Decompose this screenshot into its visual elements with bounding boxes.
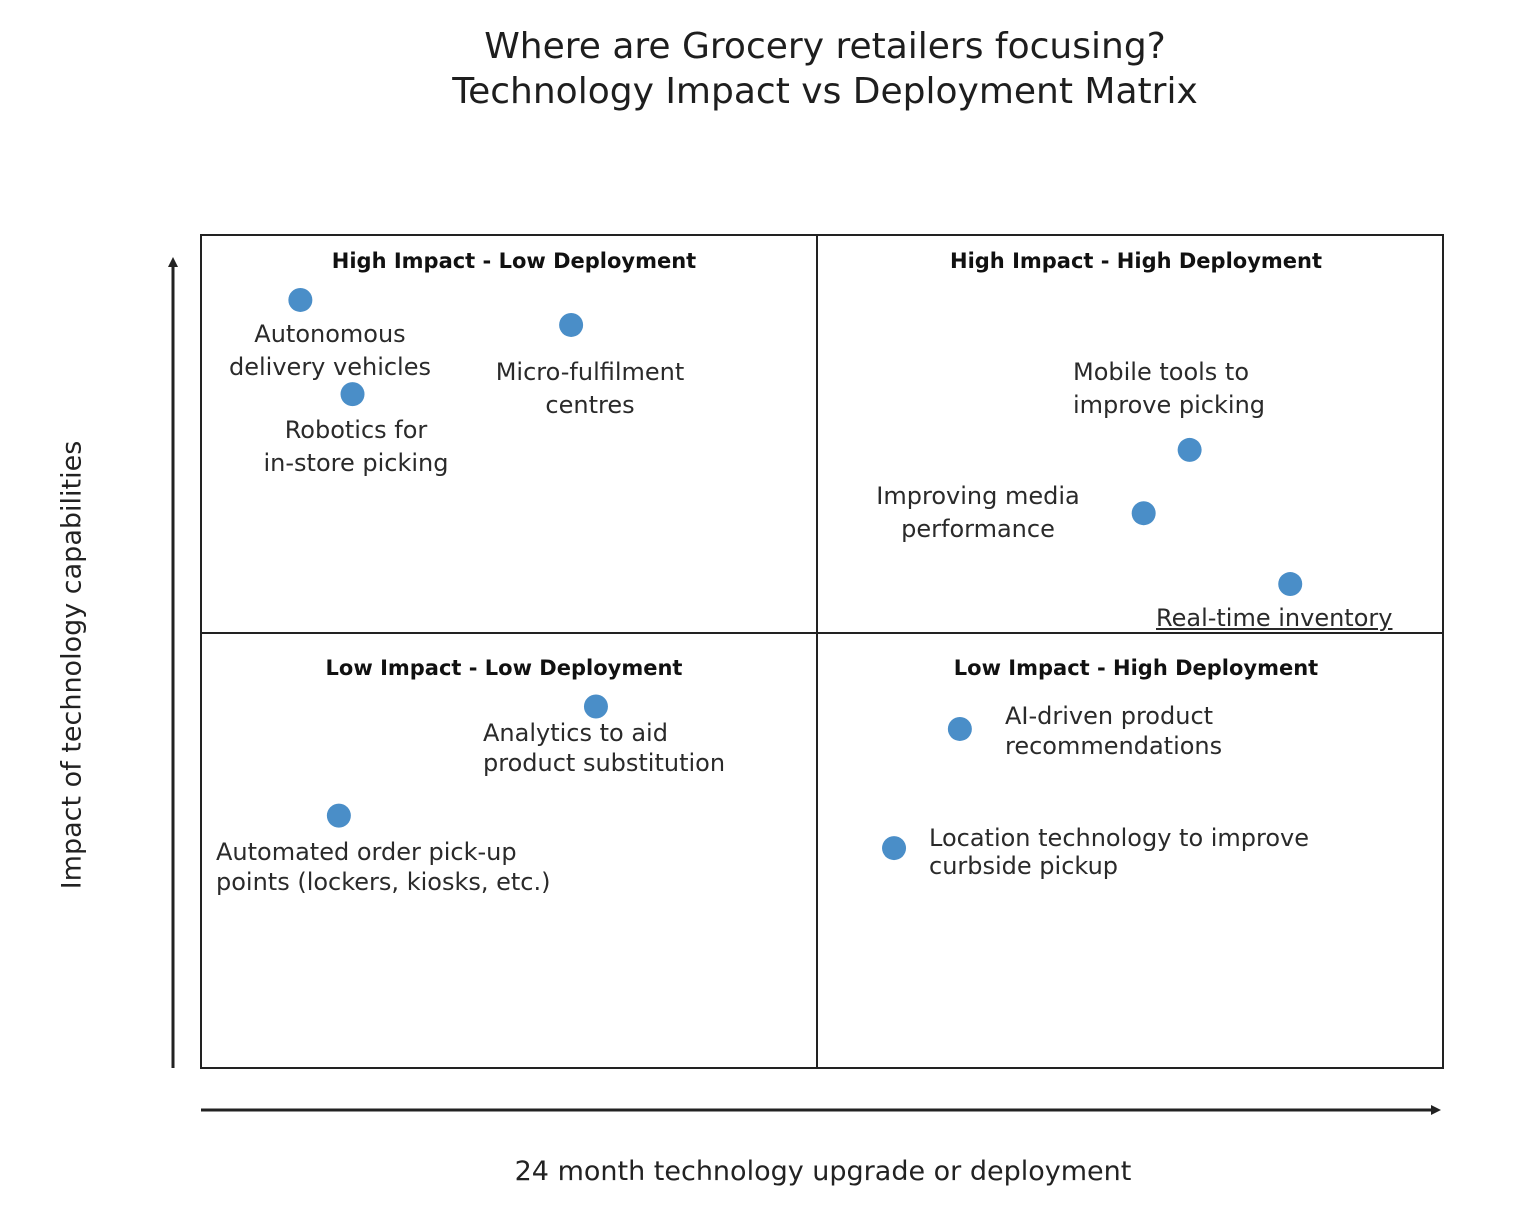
point-label-autonomous-delivery-vehicles: Autonomous delivery vehicles xyxy=(229,320,431,381)
point-label-automated-order-pickup-points: Automated order pick-up points (lockers,… xyxy=(216,838,551,896)
point-label-micro-fulfilment-centres: Micro-fulfilment centres xyxy=(495,358,685,419)
x-axis-label: 24 month technology upgrade or deploymen… xyxy=(514,1156,1132,1187)
point-label-analytics-product-substitution: Analytics to aid product substitution xyxy=(483,719,726,777)
data-point-3 xyxy=(559,312,584,337)
quadrant-title-high-impact-low-deployment: High Impact - Low Deployment xyxy=(331,249,697,273)
point-label-improving-media-performance: Improving media performance xyxy=(876,482,1080,543)
quadrant-title-high-impact-high-deployment: High Impact - High Deployment xyxy=(950,249,1322,273)
y-axis-label: Impact of technology capabilities xyxy=(56,440,88,890)
data-point-5 xyxy=(1131,501,1156,526)
chart-title: Where are Grocery retailers focusing? xyxy=(484,26,1166,67)
chart-subtitle: Technology Impact vs Deployment Matrix xyxy=(452,71,1198,112)
data-point-1 xyxy=(288,287,313,312)
point-label-robotics-in-store-picking: Robotics for in-store picking xyxy=(263,416,449,477)
matrix-border xyxy=(200,234,1444,1069)
point-label-real-time-inventory: Real-time inventory xyxy=(1156,604,1393,632)
data-point-10 xyxy=(882,836,907,861)
quadrant-title-low-impact-high-deployment: Low Impact - High Deployment xyxy=(953,656,1319,680)
data-point-2 xyxy=(340,382,365,407)
point-label-location-technology-curbside: Location technology to improve curbside … xyxy=(929,824,1310,880)
point-label-mobile-tools-picking: Mobile tools to improve picking xyxy=(1073,358,1266,419)
data-point-8 xyxy=(326,803,351,828)
data-point-7 xyxy=(583,694,608,719)
quadrant-title-low-impact-low-deployment: Low Impact - Low Deployment xyxy=(325,656,683,680)
point-label-ai-driven-recommendations: AI-driven product recommendations xyxy=(1005,702,1223,760)
data-point-9 xyxy=(947,716,972,741)
data-point-4 xyxy=(1177,437,1202,462)
data-point-6 xyxy=(1278,572,1303,597)
